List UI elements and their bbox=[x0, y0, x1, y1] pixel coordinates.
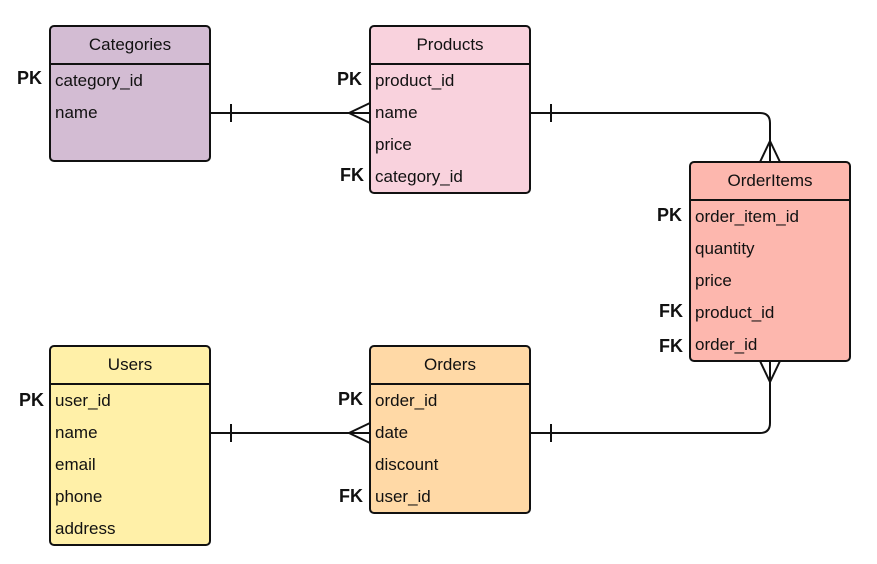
categories-entity: Categories category_id name bbox=[49, 25, 211, 162]
field-user-id: user_id bbox=[375, 487, 431, 506]
users-entity: Users user_id name email phone address bbox=[49, 345, 211, 546]
field-user-id: user_id bbox=[55, 391, 111, 410]
field-order-item-id: order_item_id bbox=[695, 207, 799, 226]
field-quantity: quantity bbox=[695, 239, 755, 258]
fk-label: FK bbox=[659, 301, 683, 321]
fk-label: FK bbox=[340, 165, 364, 185]
field-category-id: category_id bbox=[375, 167, 463, 186]
field-discount: discount bbox=[375, 455, 439, 474]
field-price: price bbox=[375, 135, 412, 154]
fk-label: FK bbox=[339, 486, 363, 506]
field-phone: phone bbox=[55, 487, 103, 506]
field-date: date bbox=[375, 423, 409, 442]
orderitems-entity: OrderItems order_item_id quantity price … bbox=[689, 161, 851, 362]
products-orderitems-relation bbox=[530, 104, 781, 163]
entity-title: Products bbox=[371, 27, 529, 65]
pk-label: PK bbox=[18, 390, 44, 410]
pk-label: PK bbox=[16, 68, 42, 88]
field-order-id: order_id bbox=[375, 391, 438, 410]
entity-title: OrderItems bbox=[691, 163, 849, 201]
entity-title: Categories bbox=[51, 27, 209, 65]
entity-title: Orders bbox=[371, 347, 529, 385]
orders-orderitems-relation bbox=[530, 360, 781, 442]
categories-products-relation bbox=[210, 102, 371, 124]
field-product-id: product_id bbox=[695, 303, 775, 322]
users-orders-relation bbox=[210, 422, 371, 444]
field-product-id: product_id bbox=[375, 71, 455, 90]
field-name: name bbox=[55, 103, 98, 122]
field-email: email bbox=[55, 455, 96, 474]
field-name: name bbox=[375, 103, 418, 122]
field-price: price bbox=[695, 271, 732, 290]
entity-title: Users bbox=[51, 347, 209, 385]
pk-label: PK bbox=[336, 69, 362, 89]
field-address: address bbox=[55, 519, 116, 538]
fk-label: FK bbox=[659, 336, 683, 356]
field-name: name bbox=[55, 423, 98, 442]
pk-label: PK bbox=[337, 389, 363, 409]
products-entity: Products product_id name price category_… bbox=[369, 25, 531, 194]
field-category-id: category_id bbox=[55, 71, 143, 90]
field-order-id: order_id bbox=[695, 335, 758, 354]
pk-label: PK bbox=[656, 205, 682, 225]
orders-entity: Orders order_id date discount user_id bbox=[369, 345, 531, 514]
